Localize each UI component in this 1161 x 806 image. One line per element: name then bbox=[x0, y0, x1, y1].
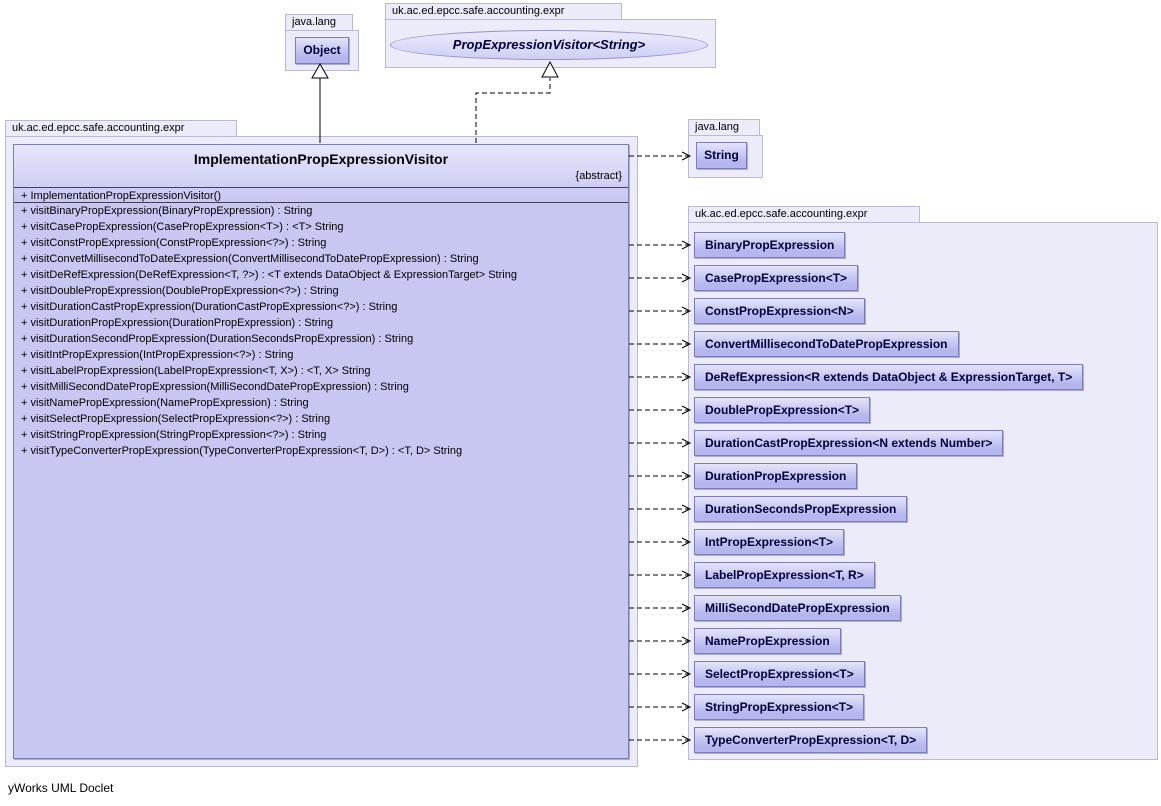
realization-edge bbox=[475, 78, 551, 143]
method-row[interactable]: + visitBinaryPropExpression(BinaryPropEx… bbox=[21, 205, 313, 217]
doclet-footer-label: yWorks UML Doclet bbox=[8, 781, 114, 795]
method-row[interactable]: + visitLabelPropExpression(LabelPropExpr… bbox=[21, 365, 371, 377]
package-tab-expr-right: uk.ac.ed.epcc.safe.accounting.expr bbox=[688, 206, 920, 223]
method-row[interactable]: + visitCasePropExpression(CasePropExpres… bbox=[21, 221, 344, 233]
class-node-int-prop-expression[interactable]: IntPropExpression<T> bbox=[694, 529, 845, 555]
compartment-divider bbox=[14, 187, 628, 188]
method-row[interactable]: + visitConvetMillisecondToDateExpression… bbox=[21, 253, 479, 265]
method-row[interactable]: + visitDeRefExpression(DeRefExpression<T… bbox=[21, 269, 517, 281]
class-node-convert-millisecond-to-date-prop-expression[interactable]: ConvertMillisecondToDatePropExpression bbox=[694, 331, 959, 357]
package-tab-java-lang-right: java.lang bbox=[688, 119, 760, 136]
package-body-expr-right: BinaryPropExpression CasePropExpression<… bbox=[688, 222, 1158, 760]
method-row[interactable]: + visitNamePropExpression(NamePropExpres… bbox=[21, 397, 309, 409]
method-row[interactable]: + visitDurationCastPropExpression(Durati… bbox=[21, 301, 398, 313]
class-node-duration-prop-expression[interactable]: DurationPropExpression bbox=[694, 463, 858, 489]
class-node-milli-second-date-prop-expression[interactable]: MilliSecondDatePropExpression bbox=[694, 595, 901, 621]
compartment-divider bbox=[14, 202, 628, 203]
package-tab-java-lang-top: java.lang bbox=[285, 14, 353, 31]
method-row[interactable]: + visitStringPropExpression(StringPropEx… bbox=[21, 429, 327, 441]
method-row[interactable]: + visitTypeConverterPropExpression(TypeC… bbox=[21, 445, 463, 457]
class-node-duration-seconds-prop-expression[interactable]: DurationSecondsPropExpression bbox=[694, 496, 908, 522]
constructor-row[interactable]: + ImplementationPropExpressionVisitor() bbox=[21, 190, 222, 202]
class-node-string-prop-expression[interactable]: StringPropExpression<T> bbox=[694, 694, 865, 720]
method-row[interactable]: + visitIntPropExpression(IntPropExpressi… bbox=[21, 349, 294, 361]
package-body-expr-main: ImplementationPropExpressionVisitor {abs… bbox=[5, 136, 638, 767]
class-node-duration-cast-prop-expression[interactable]: DurationCastPropExpression<N extends Num… bbox=[694, 430, 1004, 456]
class-node-name-prop-expression[interactable]: NamePropExpression bbox=[694, 628, 841, 654]
class-node-binary-prop-expression[interactable]: BinaryPropExpression bbox=[694, 232, 846, 258]
package-tab-expr-main: uk.ac.ed.epcc.safe.accounting.expr bbox=[5, 120, 237, 137]
method-row[interactable]: + visitMilliSecondDatePropExpression(Mil… bbox=[21, 381, 409, 393]
method-row[interactable]: + visitDurationPropExpression(DurationPr… bbox=[21, 317, 334, 329]
class-node-select-prop-expression[interactable]: SelectPropExpression<T> bbox=[694, 661, 865, 687]
class-node-string[interactable]: String bbox=[696, 142, 747, 169]
class-node-type-converter-prop-expression[interactable]: TypeConverterPropExpression<T, D> bbox=[694, 727, 928, 753]
interface-node-prop-expression-visitor[interactable]: PropExpressionVisitor<String> bbox=[390, 30, 708, 60]
abstract-stereotype: {abstract} bbox=[575, 170, 622, 182]
method-row[interactable]: + visitDurationSecondPropExpression(Dura… bbox=[21, 333, 414, 345]
package-tab-expr-top: uk.ac.ed.epcc.safe.accounting.expr bbox=[385, 3, 622, 20]
class-node-const-prop-expression[interactable]: ConstPropExpression<N> bbox=[694, 298, 865, 324]
class-node-de-ref-expression[interactable]: DeRefExpression<R extends DataObject & E… bbox=[694, 364, 1084, 390]
class-node-double-prop-expression[interactable]: DoublePropExpression<T> bbox=[694, 397, 871, 423]
class-node-implementation-prop-expression-visitor[interactable]: ImplementationPropExpressionVisitor {abs… bbox=[13, 144, 629, 759]
class-node-case-prop-expression[interactable]: CasePropExpression<T> bbox=[694, 265, 859, 291]
method-row[interactable]: + visitDoublePropExpression(DoublePropEx… bbox=[21, 285, 339, 297]
method-row[interactable]: + visitConstPropExpression(ConstPropExpr… bbox=[21, 237, 327, 249]
method-row[interactable]: + visitSelectPropExpression(SelectPropEx… bbox=[21, 413, 331, 425]
class-node-object[interactable]: Object bbox=[295, 37, 349, 64]
class-node-label-prop-expression[interactable]: LabelPropExpression<T, R> bbox=[694, 562, 875, 588]
class-title: ImplementationPropExpressionVisitor bbox=[193, 151, 449, 167]
